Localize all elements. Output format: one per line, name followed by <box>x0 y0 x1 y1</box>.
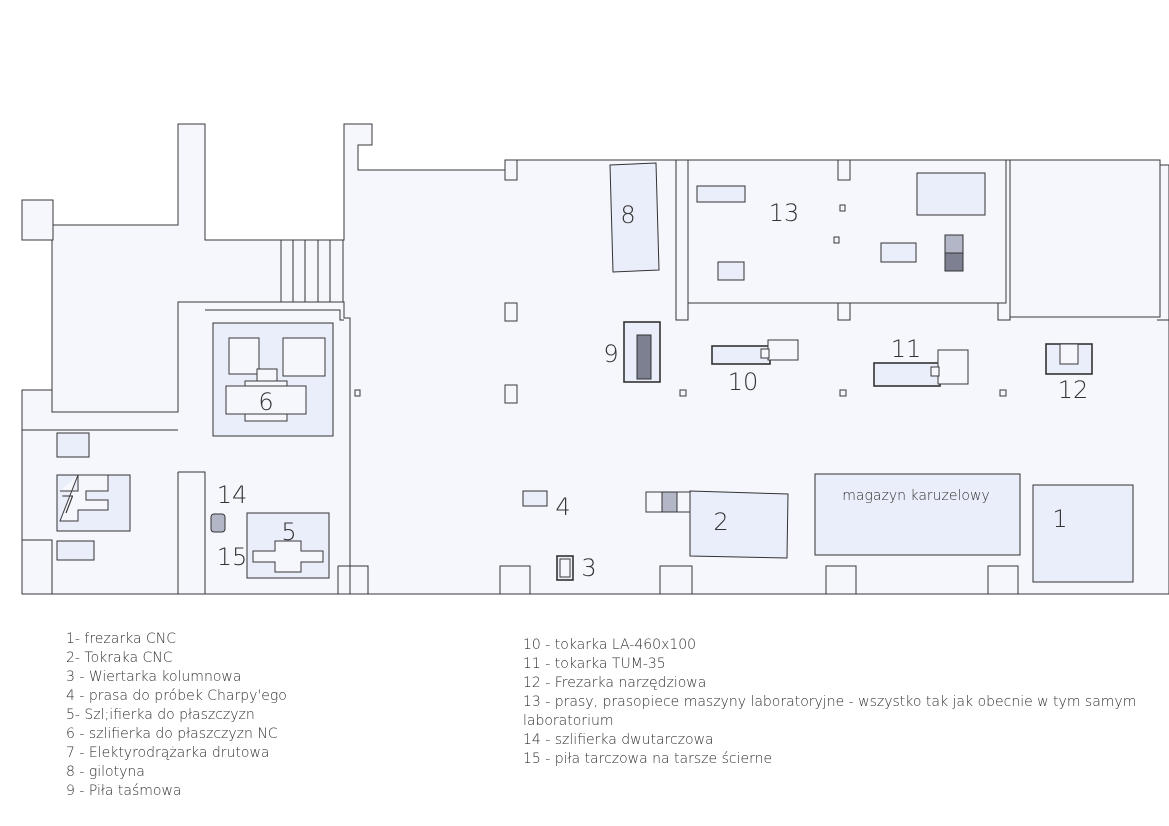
legend-item: 14 - szlifierka dwutarczowa <box>523 732 714 748</box>
legend-item: 9 - Piła taśmowa <box>66 783 182 799</box>
legend-item: 11 - tokarka TUM-35 <box>523 656 666 672</box>
lab-equipment <box>717 261 745 281</box>
machine-2 <box>689 490 789 559</box>
label-7: 7 <box>60 491 75 519</box>
columns <box>354 159 1019 595</box>
legend-item: 10 - tokarka LA-460x100 <box>523 637 697 653</box>
legend-item: 1- frezarka CNC <box>66 631 176 647</box>
machine-7-aux-bottom <box>56 540 95 561</box>
legend-item: 13 - prasy, prasopiece maszyny laborator… <box>523 694 1137 729</box>
label-3: 3 <box>581 554 596 582</box>
stairs <box>280 239 344 303</box>
carousel-storage <box>814 473 1021 556</box>
label-12: 12 <box>1058 376 1089 404</box>
label-1: 1 <box>1052 505 1067 533</box>
label-13: 13 <box>769 199 800 227</box>
label-4: 4 <box>555 493 570 521</box>
legend-item: 12 - Frezarka narzędziowa <box>523 675 707 691</box>
lab-equipment <box>696 185 746 203</box>
lab-equipment <box>944 252 964 272</box>
legend-item: 7 - Elektyrodrążarka drutowa <box>66 745 270 761</box>
legend-right: 10 - tokarka LA-460x100 11 - tokarka TUM… <box>523 636 1163 769</box>
label-14: 14 <box>217 481 248 509</box>
legend-item: 8 - gilotyna <box>66 764 145 780</box>
label-15: 15 <box>217 543 248 571</box>
label-9: 9 <box>603 340 618 368</box>
lab-equipment <box>944 234 964 254</box>
label-5: 5 <box>281 518 296 546</box>
machine-7-aux-top <box>56 432 90 458</box>
lab-room-right <box>1009 159 1161 318</box>
machine-1 <box>1032 484 1134 583</box>
legend-item: 3 - Wiertarka kolumnowa <box>66 669 242 685</box>
lab-equipment <box>916 172 986 216</box>
machine-11 <box>873 362 941 387</box>
label-6: 6 <box>258 388 273 416</box>
label-11: 11 <box>891 335 922 363</box>
label-10: 10 <box>728 368 759 396</box>
label-2: 2 <box>713 508 728 536</box>
lab-equipment <box>880 242 917 263</box>
machine-14 <box>210 513 226 533</box>
legend-item: 6 - szlifierka do płaszczyzn NC <box>66 726 278 742</box>
label-8: 8 <box>620 201 635 229</box>
corner-block <box>21 199 54 241</box>
label-magazyn: magazyn karuzelowy <box>842 488 989 504</box>
legend-item: 5- Szl;ifierka do płaszczyzn <box>66 707 255 723</box>
machine-8 <box>609 162 660 273</box>
machine-4 <box>522 490 548 507</box>
legend-item: 2- Tokraka CNC <box>66 650 173 666</box>
legend-item: 15 - piła tarczowa na tarsze ścierne <box>523 751 773 767</box>
legend-left: 1- frezarka CNC 2- Tokraka CNC 3 - Wiert… <box>66 630 486 801</box>
legend-item: 4 - prasa do próbek Charpy'ego <box>66 688 287 704</box>
